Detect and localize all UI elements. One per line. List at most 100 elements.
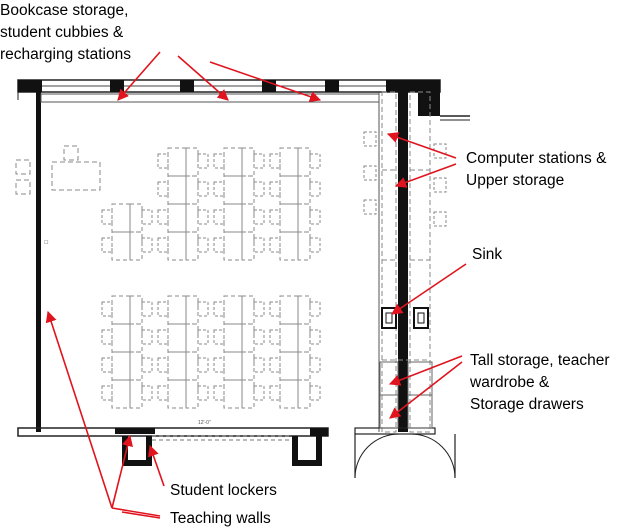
desk [213,357,225,373]
desk [213,301,225,317]
desk [223,175,243,205]
label-bookcase-storage: Bookcase storage, student cubbies & rech… [0,0,131,66]
desk [185,351,199,381]
desk [129,203,143,233]
desk [269,301,281,317]
desk [111,351,131,381]
desk [185,231,199,261]
desk [279,147,299,177]
desk [297,323,311,353]
desk [101,329,113,345]
desk [197,153,209,169]
desk [279,231,299,261]
desk [253,181,265,197]
desk [309,301,321,317]
desk [241,295,255,325]
desk [185,203,199,233]
desk [167,379,187,409]
desk [167,147,187,177]
desk [223,323,243,353]
desk [297,295,311,325]
desk [111,203,131,233]
desk [297,175,311,205]
desk [241,147,255,177]
label-sink: Sink [472,244,502,266]
desk [197,237,209,253]
desk [223,379,243,409]
desk [141,209,153,225]
annotation-arrows [45,51,467,519]
desk [297,379,311,409]
desk [157,385,169,401]
desk [157,237,169,253]
desk [223,231,243,261]
right-cabinetry [381,91,431,433]
label-line: Student lockers [170,482,277,499]
bottom-wall [17,427,456,479]
desk [309,357,321,373]
desk [253,209,265,225]
desk [213,153,225,169]
desk [129,379,143,409]
student-desks [101,147,321,409]
label-line: wardrobe & [470,374,550,391]
label-line: Sink [472,246,503,263]
desk [309,237,321,253]
desk [111,379,131,409]
desk [157,181,169,197]
desk [197,301,209,317]
desk [269,153,281,169]
desk [101,209,113,225]
desk [185,175,199,205]
desk [101,385,113,401]
desk [269,209,281,225]
tall-storage-blocks [379,361,433,429]
exterior-walls [17,79,470,432]
desk [253,153,265,169]
desk [157,357,169,373]
desk [253,385,265,401]
desk [309,153,321,169]
desk [297,351,311,381]
desk [141,301,153,317]
desk [157,153,169,169]
desk [223,147,243,177]
desk [241,323,255,353]
desk [253,301,265,317]
desk [129,351,143,381]
desk [197,357,209,373]
desk [269,181,281,197]
desk [279,323,299,353]
teacher-desk [15,145,101,195]
desk [269,357,281,373]
label-line: Tall storage, teacher [470,352,610,369]
label-computer-stations: Computer stations & Upper storage [466,148,606,192]
desk [297,203,311,233]
desk [167,323,187,353]
desk [197,385,209,401]
desk [297,231,311,261]
desk [253,329,265,345]
desk [185,379,199,409]
desk [223,351,243,381]
desk [129,231,143,261]
desk [141,329,153,345]
desk [167,203,187,233]
desk [279,175,299,205]
desk [129,295,143,325]
label-line: Teaching walls [170,510,271,527]
label-line: Upper storage [466,172,565,189]
desk [197,181,209,197]
desk [111,231,131,261]
desk [309,181,321,197]
label-line: Storage drawers [470,396,584,413]
desk [241,175,255,205]
desk [279,379,299,409]
desk [279,295,299,325]
label-line: Computer stations & [466,150,607,167]
desk [101,357,113,373]
desk [167,351,187,381]
desk [309,209,321,225]
desk [111,323,131,353]
